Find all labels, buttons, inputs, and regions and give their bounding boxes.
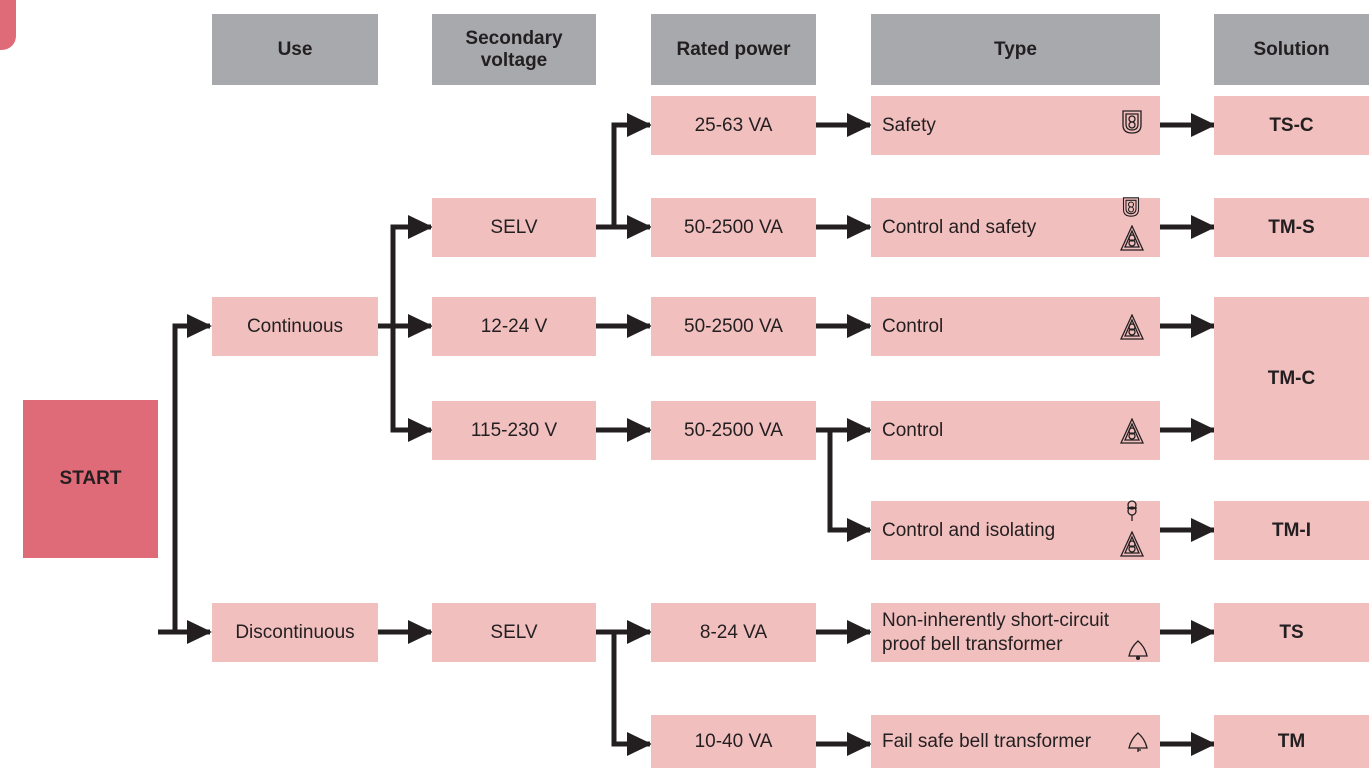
safety-transformer-icon [1121, 197, 1141, 217]
type-control-and-isolating-label: Control and isolating [882, 519, 1056, 541]
power-50-2500-selv: 50-2500 VA [651, 198, 816, 257]
arrow-continuous-selv [378, 215, 434, 329]
type-bell-non-inherent-label: Non-inherently short-circuit proof bell … [882, 609, 1110, 655]
power-8-24: 8-24 VA [651, 603, 816, 662]
type-control-label: Control [882, 315, 944, 337]
header-secondary-voltage-label: Secondary voltage [465, 27, 563, 71]
type-control-and-isolating: Control and isolating [871, 501, 1160, 560]
type-fail-safe-bell-label: Fail safe bell transformer [882, 730, 1092, 752]
solution-tm-s: TM-S [1214, 198, 1369, 257]
corner-tab [0, 0, 16, 50]
arrow-continuous-115-230 [390, 326, 434, 442]
solution-ts: TS [1214, 603, 1369, 662]
control-transformer-icon [1120, 418, 1144, 444]
header-solution: Solution [1214, 14, 1369, 85]
voltage-selv-discontinuous: SELV [432, 603, 596, 662]
header-rated-power: Rated power [651, 14, 816, 85]
solution-tm-c: TM-C [1214, 297, 1369, 460]
voltage-115-230: 115-230 V [432, 401, 596, 460]
power-10-40: 10-40 VA [651, 715, 816, 768]
type-control-and-safety: Control and safety [871, 198, 1160, 257]
header-type: Type [871, 14, 1160, 85]
arrow-p4-isolating [827, 430, 873, 542]
voltage-12-24: 12-24 V [432, 297, 596, 356]
control-transformer-icon [1120, 314, 1144, 340]
voltage-selv: SELV [432, 198, 596, 257]
header-secondary-voltage: Secondary voltage [432, 14, 596, 85]
solution-ts-c: TS-C [1214, 96, 1369, 155]
bell-transformer-icon [1127, 639, 1149, 661]
isolating-transformer-icon [1124, 500, 1140, 522]
type-fail-safe-bell: Fail safe bell transformer [871, 715, 1160, 768]
control-transformer-icon [1120, 225, 1144, 251]
arrow-start-continuous [158, 314, 213, 635]
power-50-2500-115-230: 50-2500 VA [651, 401, 816, 460]
arrow-selv2-10-40 [611, 632, 653, 756]
use-continuous: Continuous [212, 297, 378, 356]
type-control: Control [871, 297, 1160, 356]
power-50-2500-12-24: 50-2500 VA [651, 297, 816, 356]
type-control-115-230: Control [871, 401, 1160, 460]
control-transformer-icon [1120, 531, 1144, 557]
bell-transformer-icon [1127, 731, 1149, 753]
header-use: Use [212, 14, 378, 85]
use-discontinuous: Discontinuous [212, 603, 378, 662]
type-safety: Safety [871, 96, 1160, 155]
solution-tm-i: TM-I [1214, 501, 1369, 560]
solution-tm: TM [1214, 715, 1369, 768]
arrow-selv-25-63 [596, 113, 653, 230]
type-control-115-230-label: Control [882, 419, 944, 441]
type-bell-non-inherent: Non-inherently short-circuit proof bell … [871, 603, 1160, 662]
type-safety-label: Safety [882, 114, 936, 136]
type-control-and-safety-label: Control and safety [882, 216, 1037, 238]
power-25-63: 25-63 VA [651, 96, 816, 155]
start-node: START [23, 400, 158, 558]
safety-transformer-icon [1122, 110, 1142, 134]
